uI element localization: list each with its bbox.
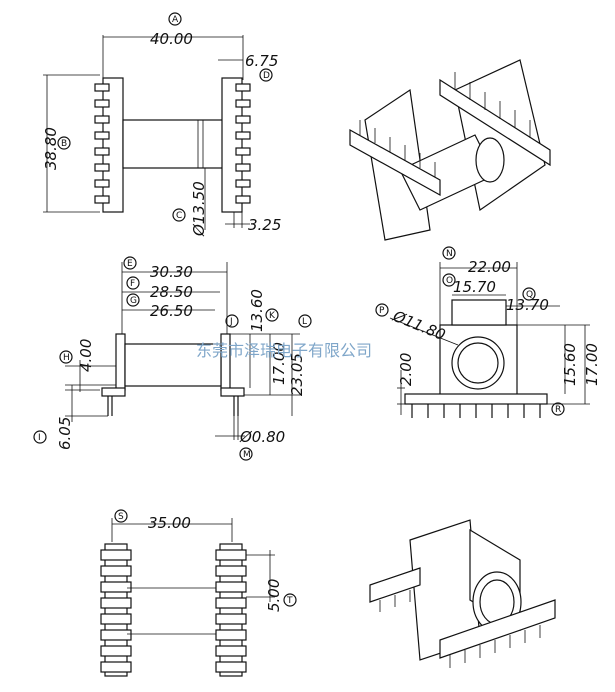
label-o: O — [446, 276, 453, 286]
label-g: G — [130, 296, 137, 306]
label-q-circle — [522, 287, 536, 301]
iso-view-top — [349, 59, 551, 241]
dim-26-50: 26.50 — [150, 302, 193, 320]
watermark-text: 东莞市泽瑞电子有限公司 — [196, 341, 372, 360]
dim-40: 40.00 — [150, 30, 193, 48]
iso-view-bottom — [369, 519, 556, 668]
label-e-circle — [123, 256, 137, 270]
dim-15-70: 15.70 — [453, 278, 496, 296]
dim-15-60: 15.60 — [561, 343, 579, 386]
label-o-circle — [442, 273, 456, 287]
label-t-circle — [283, 593, 297, 607]
side-pins — [411, 404, 541, 418]
dim-4-00: 4.00 — [77, 339, 95, 372]
label-p: P — [379, 306, 385, 316]
dim-6-75: 6.75 — [245, 52, 278, 70]
label-h: H — [63, 353, 70, 363]
label-k: K — [269, 311, 276, 321]
label-p-circle — [375, 303, 389, 317]
left-pin-row — [94, 77, 124, 213]
label-j: J — [229, 317, 233, 327]
side-core-inner — [457, 342, 499, 384]
label-h-circle — [59, 350, 73, 364]
label-d-circle — [259, 68, 273, 82]
dim-11-80: Ø11.80 — [390, 307, 448, 345]
dim-13-50: Ø13.50 — [190, 181, 208, 237]
label-m-circle — [239, 447, 253, 461]
dim-2-00: 2.00 — [397, 353, 415, 386]
label-b-circle — [57, 136, 71, 150]
label-n: N — [446, 249, 453, 259]
label-a-circle — [168, 12, 182, 26]
dim-22-00: 22.00 — [468, 258, 511, 276]
label-l: L — [302, 317, 307, 327]
dim-6-05: 6.05 — [56, 417, 74, 450]
core-tube-top — [122, 119, 224, 169]
label-t: T — [286, 596, 293, 606]
bottom-view: S 35.00 5.00 — [100, 509, 297, 677]
label-r-circle — [551, 402, 565, 416]
dim-23-05: 23.05 — [288, 353, 306, 396]
label-f-circle — [126, 276, 140, 290]
label-c: C — [176, 211, 182, 221]
label-f: F — [130, 279, 135, 289]
label-b: B — [61, 139, 67, 149]
label-c-circle — [172, 208, 186, 222]
dim-17-00-side: 17.00 — [583, 343, 601, 386]
label-g-circle — [126, 293, 140, 307]
dim-30-30: 30.30 — [150, 263, 193, 281]
bottom-left-pins — [100, 543, 132, 677]
label-q: Q — [526, 290, 533, 300]
front-left-flange — [115, 333, 126, 391]
label-k-circle — [265, 308, 279, 322]
label-i-circle — [33, 430, 47, 444]
dim-13-60: 13.60 — [248, 289, 266, 332]
side-base — [404, 393, 548, 405]
label-m: M — [243, 450, 251, 460]
label-s-circle — [114, 509, 128, 523]
dim-3-25: 3.25 — [248, 216, 281, 234]
label-l-circle — [298, 314, 312, 328]
bottom-right-pins — [215, 543, 247, 677]
label-n-circle — [442, 246, 456, 260]
dim-13-70: 13.70 — [506, 296, 549, 314]
dim-17-00-front: 17.00 — [270, 342, 288, 385]
label-j-circle — [225, 314, 239, 328]
side-view: N 22.00 O 15.70 Q 13.70 — [375, 246, 601, 418]
label-d: D — [263, 71, 270, 81]
dim-38-80: 38.80 — [42, 127, 60, 170]
right-pin-row — [221, 77, 251, 213]
front-view: E 30.30 F 28.50 G 26.50 J K L — [33, 256, 312, 461]
label-e: E — [127, 259, 133, 269]
top-view: A 40.00 6.75 D 38.80 B — [42, 12, 281, 237]
label-s: S — [118, 512, 124, 522]
dim-28-50: 28.50 — [150, 283, 193, 301]
label-r: R — [555, 405, 561, 415]
dim-0-80: Ø0.80 — [239, 428, 285, 446]
label-i: I — [38, 433, 41, 443]
dim-5-00: 5.00 — [265, 579, 283, 612]
label-a: A — [172, 15, 179, 25]
dim-35-00: 35.00 — [148, 514, 191, 532]
